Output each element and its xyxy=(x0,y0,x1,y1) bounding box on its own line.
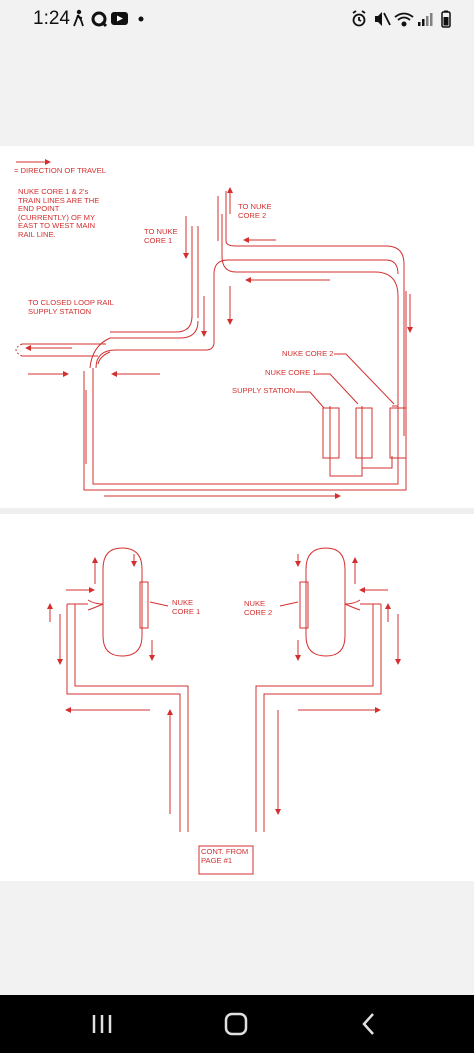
supply-leader xyxy=(296,391,325,409)
left-loop-stub xyxy=(87,599,104,611)
diagram-page-1: = DIRECTION OF TRAVEL NUKE CORE 1 & 2's … xyxy=(0,146,474,508)
supply-inner-line xyxy=(329,405,398,477)
youtube-icon xyxy=(111,12,128,25)
core1-up-track xyxy=(191,226,199,318)
right-core-leader xyxy=(279,601,299,607)
right-loop xyxy=(305,547,346,657)
recent-apps-icon[interactable] xyxy=(92,1015,112,1033)
main-line-bottom xyxy=(92,214,399,485)
nuke-core-2-label: NUKE CORE 2 xyxy=(282,349,334,358)
closed-loop-label: TO CLOSED LOOP RAIL SUPPLY STATION xyxy=(28,298,114,316)
legend-label: = DIRECTION OF TRAVEL xyxy=(14,166,106,175)
battery-icon xyxy=(441,10,451,28)
closed-loop-spur xyxy=(22,343,111,365)
wifi-icon xyxy=(394,12,414,27)
viewer-background-top xyxy=(0,36,474,146)
left-core-leader xyxy=(149,601,169,607)
core1-branch xyxy=(95,259,399,369)
status-time: 1:24 xyxy=(33,8,70,29)
to-nuke-core-1-label: TO NUKE CORE 1 xyxy=(144,227,178,245)
page1-track-diagram xyxy=(15,159,413,499)
main-line-outer xyxy=(83,291,407,491)
nav-icons xyxy=(92,1012,374,1036)
left-main-line xyxy=(66,604,189,832)
nuke-core-1-label: NUKE CORE 1 xyxy=(265,368,317,377)
nuke-core-1-box xyxy=(355,407,373,459)
core1-leader xyxy=(316,373,359,405)
alarm-icon xyxy=(352,10,366,27)
nuke-core-2-box xyxy=(389,407,407,459)
supply-station-label: SUPPLY STATION xyxy=(232,386,296,395)
supply-station-box xyxy=(322,407,340,459)
diagram-page-2: NUKE CORE 1 NUKE CORE 2 CONT. FROM PAGE … xyxy=(0,514,474,881)
navigation-bar xyxy=(0,995,474,1053)
cont-from-page-1-label: CONT. FROM PAGE #1 xyxy=(201,847,249,865)
status-right-icons xyxy=(352,10,451,28)
page2-nuke-core-2-label: NUKE CORE 2 xyxy=(244,599,273,617)
core1-curve xyxy=(110,315,193,333)
walking-icon xyxy=(73,9,84,27)
to-nuke-core-2-label: TO NUKE CORE 2 xyxy=(238,202,272,220)
left-core-box xyxy=(139,581,149,629)
home-icon[interactable] xyxy=(224,1012,248,1036)
page-separator xyxy=(0,508,474,514)
core2-up-track xyxy=(217,191,227,241)
mute-icon xyxy=(375,12,391,26)
status-bar: 1:24 xyxy=(0,0,474,36)
core2-top-curve xyxy=(225,240,405,436)
viewer-background-bottom xyxy=(0,881,474,995)
core1-curve-2 xyxy=(89,320,199,369)
right-main-line xyxy=(255,604,382,832)
q-app-icon xyxy=(91,11,108,28)
signal-icon xyxy=(418,13,433,26)
page2-track-diagram xyxy=(47,547,401,875)
closed-loop-dashed xyxy=(15,343,23,357)
left-loop xyxy=(102,547,143,657)
status-left-icons xyxy=(73,9,144,28)
back-icon[interactable] xyxy=(362,1013,374,1035)
right-core-box xyxy=(299,581,309,629)
right-loop-stub xyxy=(344,599,361,611)
cont-box xyxy=(198,845,254,875)
page2-nuke-core-1-label: NUKE CORE 1 xyxy=(172,598,201,616)
main-line-note: NUKE CORE 1 & 2's TRAIN LINES ARE THE EN… xyxy=(18,187,100,239)
core2-leader xyxy=(334,353,395,405)
notification-dot-icon xyxy=(138,16,144,22)
